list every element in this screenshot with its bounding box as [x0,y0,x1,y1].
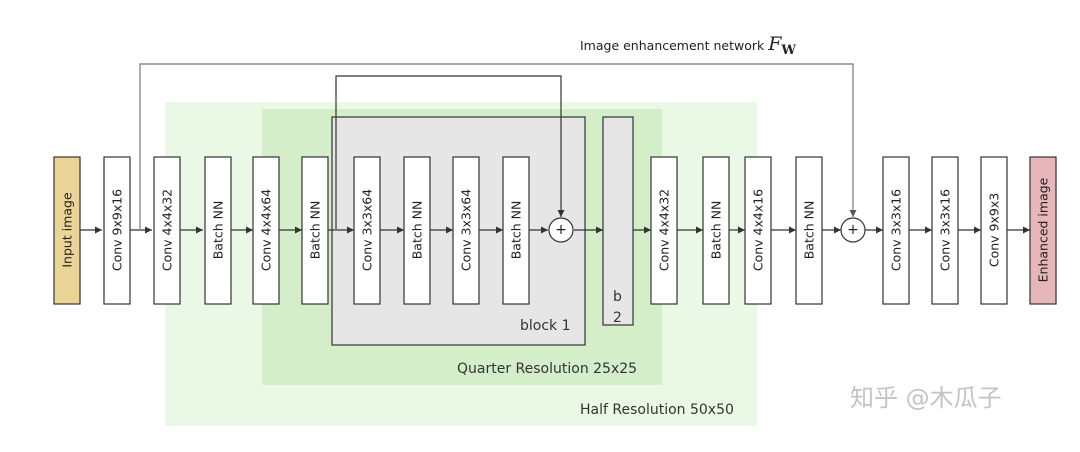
conv-3x3x16-box-1 [882,156,910,305]
conv-4x4x32-box [153,156,181,305]
batch-nn-box-1 [204,156,232,305]
enhanced-image-label: Enhanced image [1036,177,1051,282]
conv-4x4x32-label: Conv 4x4x32 [160,189,175,271]
network-title-text: Image enhancement network [580,38,768,53]
conv-4x4x32-up-label: Conv 4x4x32 [657,189,672,271]
batch-nn-label-2: Batch NN [308,201,323,260]
block-1-label: block 1 [520,318,571,334]
conv-9x9x3-label: Conv 9x9x3 [987,193,1002,267]
conv-4x4x16-box [744,156,772,305]
enhanced-image-box [1029,156,1057,305]
res-batch-nn-label-2: Batch NN [509,201,524,260]
conv-4x4x64-label: Conv 4x4x64 [259,189,274,271]
block-2-label-line2: 2 [613,310,622,326]
watermark: 知乎 @木瓜子 [850,384,1002,412]
conv-9x9x16-box [103,156,131,305]
batch-nn-label-1: Batch NN [211,201,226,260]
res-conv-3x3x64-label-1: Conv 3x3x64 [360,189,375,271]
residual-skip-connection [335,75,565,229]
res-conv-3x3x64-box-1 [353,156,381,305]
conv-9x9x3-box [980,156,1008,305]
block-2 [602,116,634,326]
network-title-symbol: F [767,33,782,55]
res-batch-nn-box-1 [403,156,431,305]
res-batch-nn-label-1: Batch NN [410,201,425,260]
conv-3x3x16-label-1: Conv 3x3x16 [889,189,904,271]
input-image-label: Input image [60,192,75,268]
half-resolution-label: Half Resolution 50x50 [580,402,734,418]
quarter-resolution-label: Quarter Resolution 25x25 [457,361,637,377]
input-image-box [53,156,81,305]
conv-3x3x16-box-2 [931,156,959,305]
batch-nn-label-3: Batch NN [709,201,724,260]
conv-9x9x16-label: Conv 9x9x16 [110,189,125,271]
conv-3x3x16-label-2: Conv 3x3x16 [938,189,953,271]
batch-nn-label-4: Batch NN [802,201,817,260]
res-conv-3x3x64-box-2 [452,156,480,305]
residual-add-symbol: + [555,222,567,238]
conv-4x4x64-box [252,156,280,305]
conv-4x4x16-label: Conv 4x4x16 [751,189,766,271]
network-title: Image enhancement network FW [580,33,796,58]
res-conv-3x3x64-label-2: Conv 3x3x64 [459,189,474,271]
network-title-subscript: W [780,43,796,58]
batch-nn-box-4 [795,156,823,305]
global-add-node [840,217,866,243]
residual-add-node [548,217,574,243]
batch-nn-box-3 [702,156,730,305]
conv-4x4x32-up-box [650,156,678,305]
block-2-label-line1: b [613,289,622,305]
batch-nn-box-2 [301,156,329,305]
global-add-symbol: + [847,222,859,238]
res-batch-nn-box-2 [502,156,530,305]
global-skip-connection [139,63,857,229]
